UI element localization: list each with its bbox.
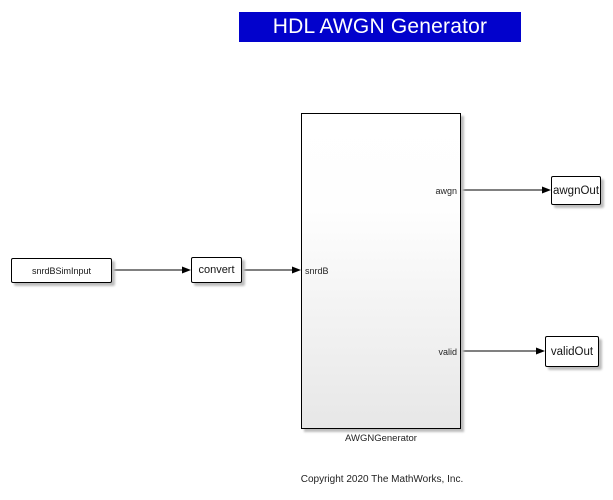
- copyright-annotation: Copyright 2020 The MathWorks, Inc.: [300, 474, 464, 485]
- block-awgnOut-label: awgnOut: [552, 184, 600, 197]
- port-label-awgn: awgn: [435, 186, 457, 196]
- block-validOut-label: validOut: [550, 345, 594, 358]
- port-label-valid: valid: [438, 347, 457, 357]
- model-title-banner: HDL AWGN Generator: [239, 12, 521, 42]
- arrowhead-into-convert: [182, 266, 191, 274]
- block-awgn-generator-subsystem[interactable]: snrdB awgn valid: [301, 113, 461, 429]
- block-awgnOut[interactable]: awgnOut: [551, 176, 601, 205]
- subsystem-name-label: AWGNGenerator: [345, 433, 417, 444]
- block-convert-label: convert: [198, 264, 235, 276]
- block-snrdBSimInput[interactable]: snrdBSimInput: [11, 258, 112, 283]
- arrowhead-into-subsystem: [292, 266, 301, 274]
- port-label-snrdB: snrdB: [305, 266, 329, 276]
- block-snrdBSimInput-label: snrdBSimInput: [31, 265, 92, 276]
- block-convert[interactable]: convert: [191, 257, 242, 283]
- arrowhead-into-awgnout: [542, 186, 551, 194]
- block-validOut[interactable]: validOut: [545, 336, 599, 367]
- arrowhead-into-validout: [536, 347, 545, 355]
